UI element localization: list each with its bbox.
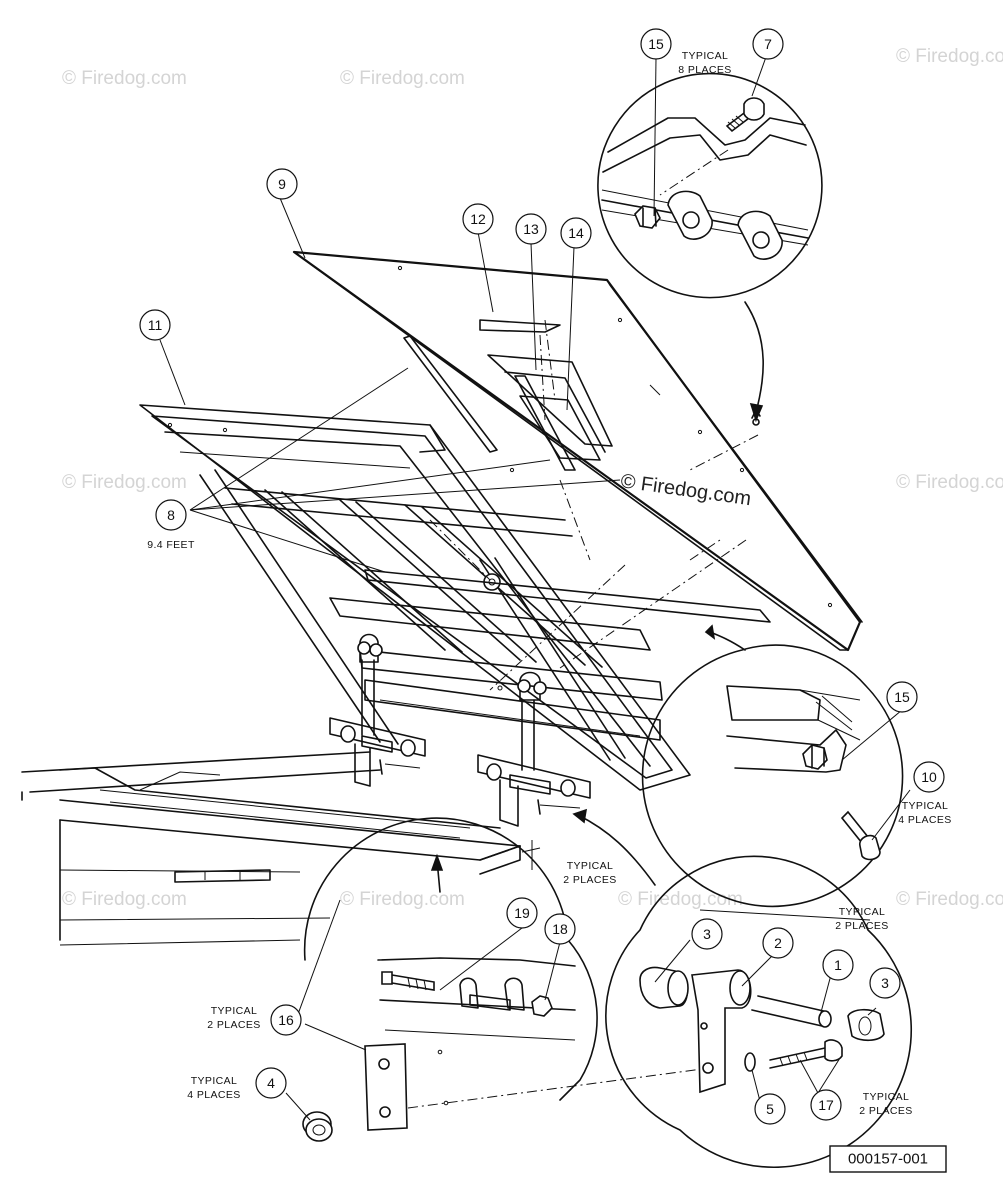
watermark: © Firedog.com [62,472,187,493]
callout-3-left: 3 [691,918,723,950]
callout-1: 1 [822,949,854,981]
bushing [302,1111,333,1142]
callout-3-right: 3 [869,967,901,999]
callout-label: 3 [703,926,711,942]
callout-label: 15 [648,36,664,52]
callout-11: 11 [139,309,171,341]
callout-label: 5 [766,1101,774,1117]
callout-17: 17 [810,1089,842,1121]
detail-view-top [597,72,823,299]
svg-text:2 PLACES: 2 PLACES [563,874,616,886]
callout-label: 15 [894,689,910,705]
callout-label: 19 [514,905,530,921]
callout-8: 8 [155,499,187,531]
svg-text:TYPICAL: TYPICAL [191,1075,238,1087]
callout-label: 7 [764,36,772,52]
svg-text:2 PLACES: 2 PLACES [835,920,888,932]
hinge-assemblies [329,633,591,827]
note-feet: 9.4 FEET [147,539,195,551]
watermark: © Firedog.com [896,472,1003,493]
callout-14: 14 [560,217,592,249]
note-typical-4-places-left: TYPICAL 4 PLACES [187,1075,240,1101]
svg-text:TYPICAL: TYPICAL [211,1005,258,1017]
detail-view-right [641,644,904,908]
note-typical-2-places-center: TYPICAL 2 PLACES [563,860,616,886]
svg-text:2 PLACES: 2 PLACES [859,1105,912,1117]
callout-label: 17 [818,1097,834,1113]
detail-view-bottom-middle [303,817,598,1106]
callout-15: 15 [640,28,672,60]
callout-label: 8 [167,507,175,523]
callout-12: 12 [462,203,494,235]
note-typical-2-places-right-bottom: TYPICAL 2 PLACES [859,1091,912,1117]
watermark: © Firedog.com [896,46,1003,67]
watermark: © Firedog.com [618,889,743,910]
svg-text:9.4 FEET: 9.4 FEET [147,539,195,551]
leader-lines [159,56,911,1121]
reference-number-box: 000157-001 [829,1145,947,1173]
svg-text:TYPICAL: TYPICAL [567,860,614,872]
faint-watermarks: © Firedog.com © Firedog.com © Firedog.co… [62,46,1003,910]
vehicle-bed [21,751,541,946]
callout-label: 1 [834,957,842,973]
callout-10: 10 [913,761,945,793]
svg-text:4 PLACES: 4 PLACES [187,1089,240,1101]
callout-2: 2 [762,927,794,959]
arrows [430,301,764,893]
callout-label: 18 [552,921,568,937]
bed-panel [292,250,863,652]
svg-text:TYPICAL: TYPICAL [839,906,886,918]
hinge-plate [364,1043,408,1131]
detail-view-bottom-right [605,855,913,1169]
note-typical-4-places-right: TYPICAL 4 PLACES [898,800,951,826]
callout-16: 16 [270,1004,302,1036]
watermark: © Firedog.com [896,889,1003,910]
svg-text:TYPICAL: TYPICAL [902,800,949,812]
callout-13: 13 [515,213,547,245]
callout-18: 18 [544,913,576,945]
svg-text:2 PLACES: 2 PLACES [207,1019,260,1031]
callout-19: 19 [506,897,538,929]
construction-lines [407,149,759,1109]
watermark: © Firedog.com [62,68,187,89]
watermark: © Firedog.com [340,68,465,89]
callout-5: 5 [754,1093,786,1125]
callout-label: 16 [278,1012,294,1028]
svg-text:4 PLACES: 4 PLACES [898,814,951,826]
callout-label: 12 [470,211,486,227]
callout-label: 14 [568,225,584,241]
svg-text:8 PLACES: 8 PLACES [678,64,731,76]
svg-text:TYPICAL: TYPICAL [682,50,729,62]
callout-label: 4 [267,1075,275,1091]
callout-label: 11 [148,317,163,333]
note-typical-8-places: TYPICAL 8 PLACES [678,50,731,76]
note-typical-2-places-right-top: TYPICAL 2 PLACES [835,906,888,932]
reference-number: 000157-001 [848,1151,928,1168]
callout-label: 2 [774,935,782,951]
callout-15-right: 15 [886,681,918,713]
callout-label: 3 [881,975,889,991]
callout-label: 9 [278,176,286,192]
callout-label: 13 [523,221,539,237]
callout-label: 10 [921,769,937,785]
callout-9: 9 [266,168,298,200]
svg-text:TYPICAL: TYPICAL [863,1091,910,1103]
callout-4: 4 [255,1067,287,1099]
note-typical-2-places-left: TYPICAL 2 PLACES [207,1005,260,1031]
watermark: © Firedog.com [340,889,465,910]
watermark: © Firedog.com [62,889,187,910]
callout-7: 7 [752,28,784,60]
